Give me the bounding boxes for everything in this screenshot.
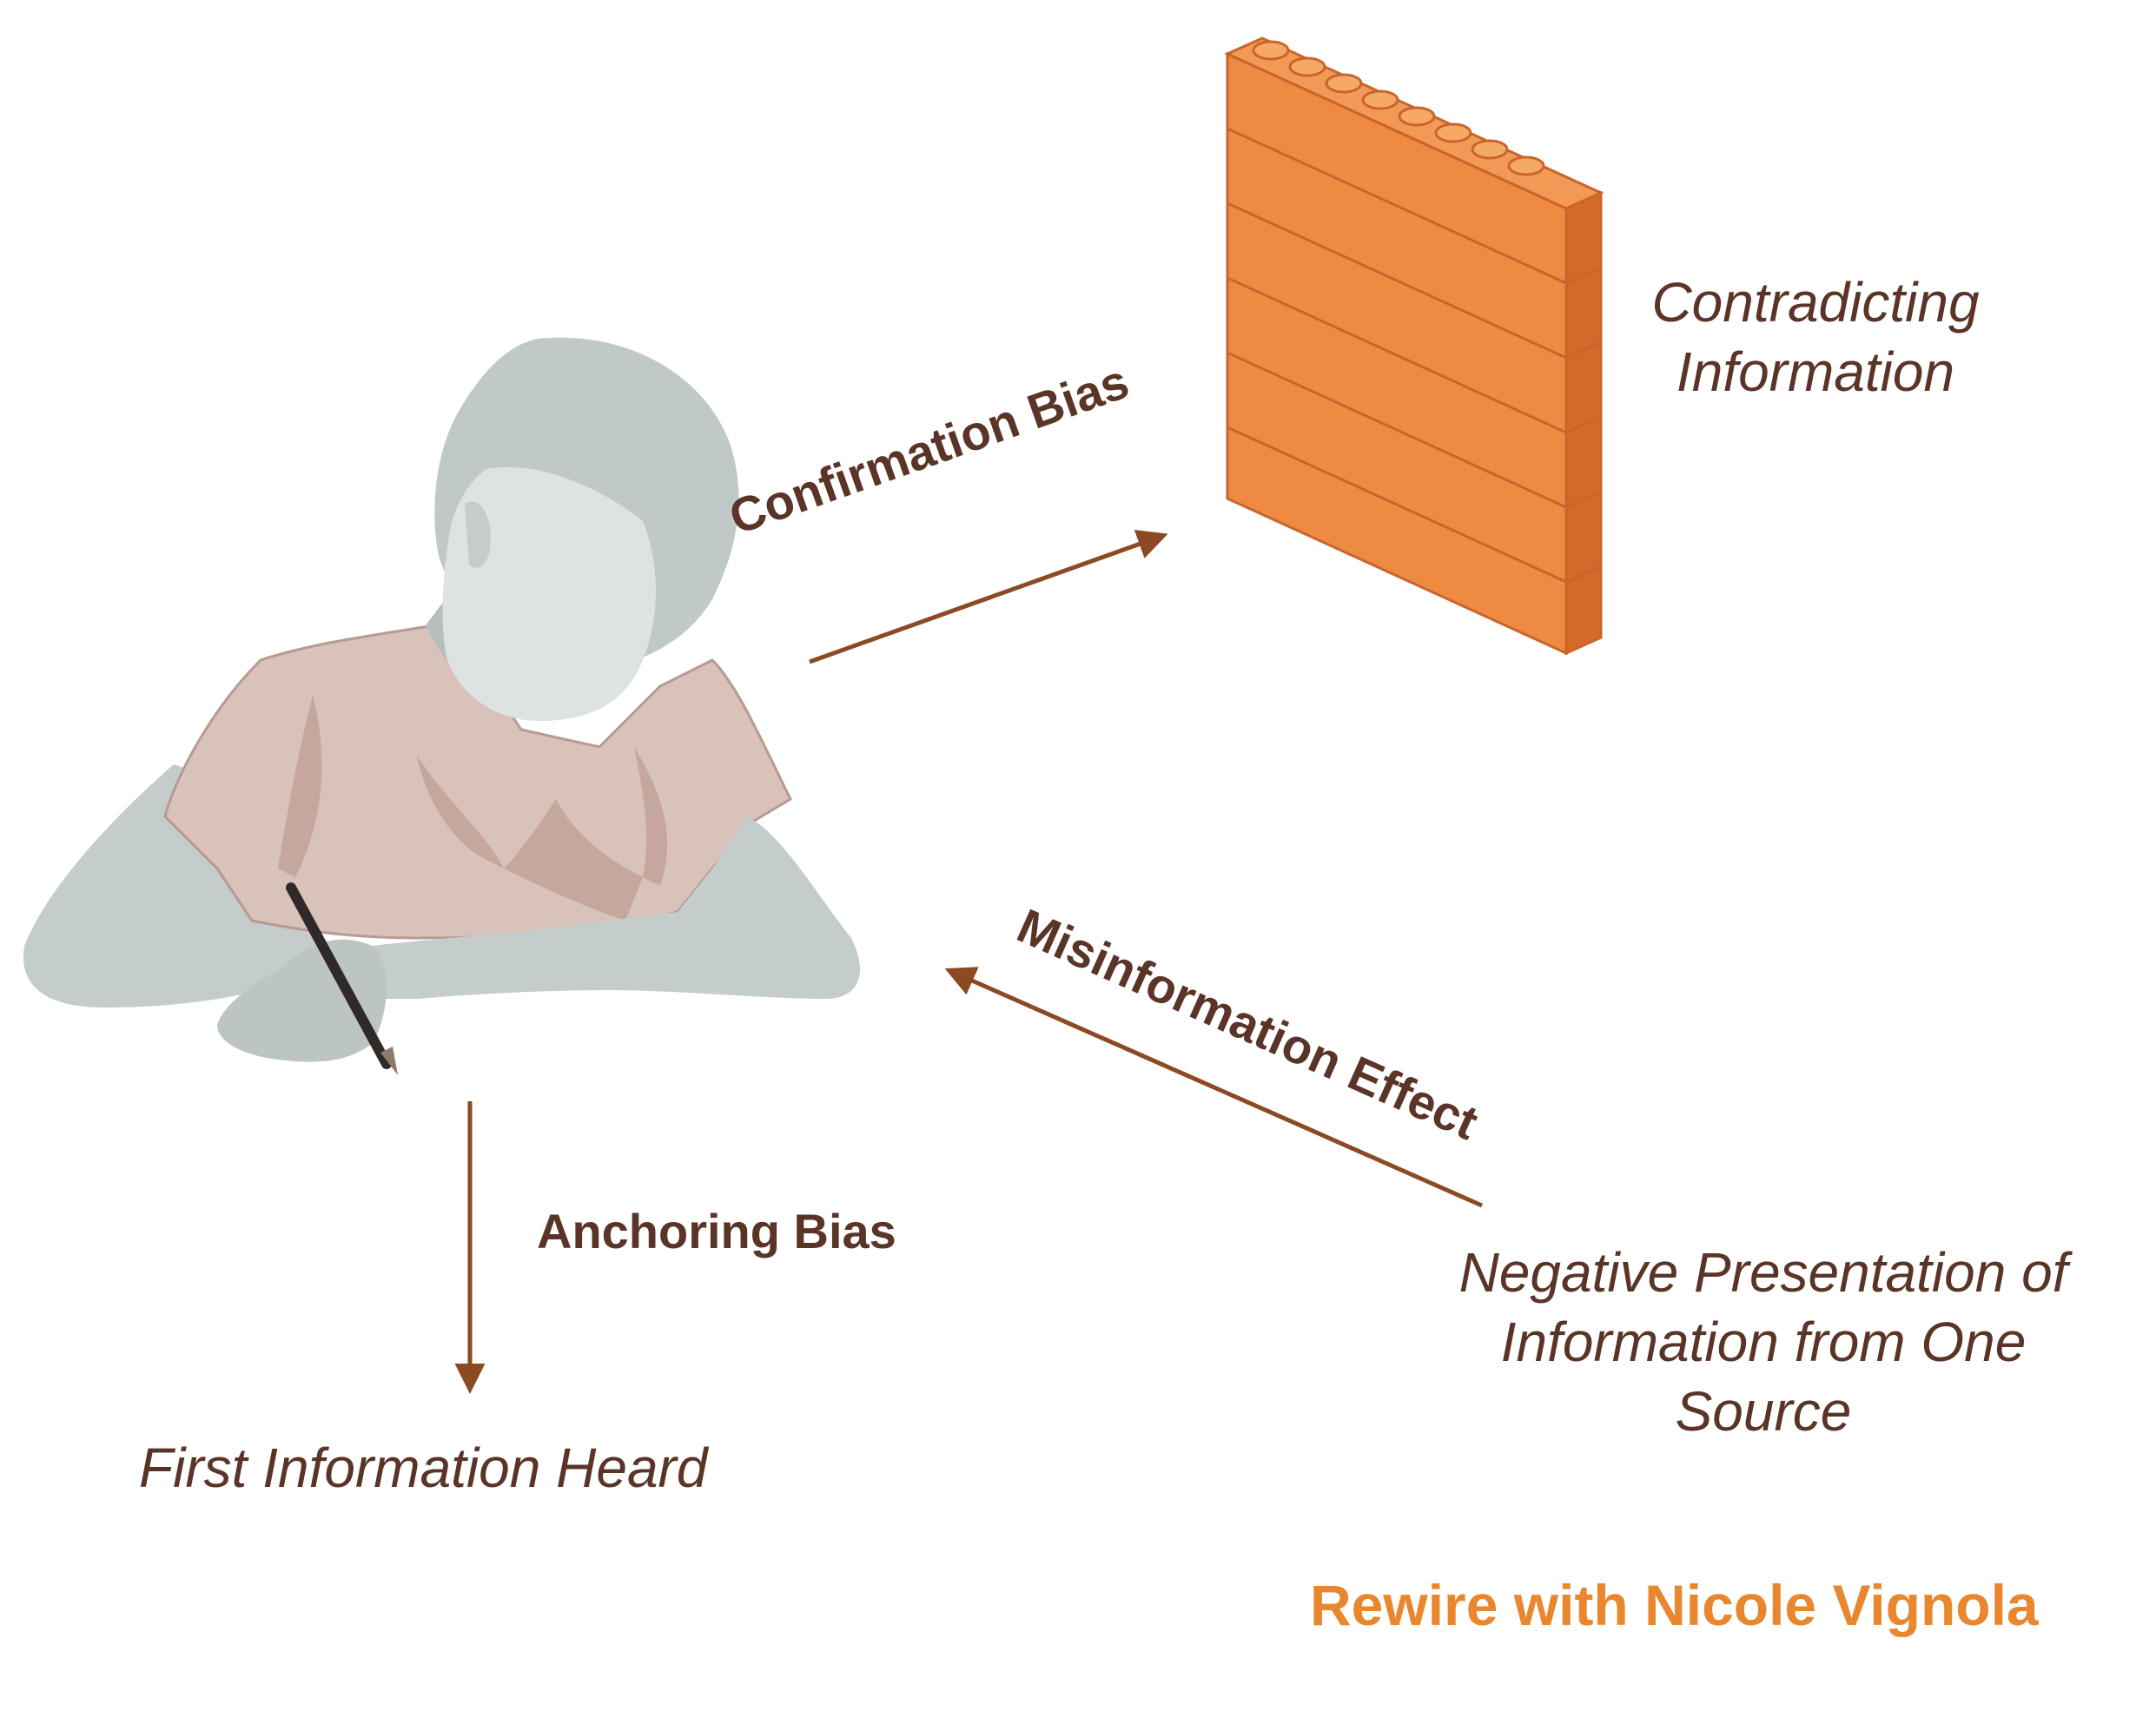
confirmation-arrow xyxy=(809,529,1168,664)
label-line: Negative Presentation of xyxy=(1458,1241,2068,1304)
hand xyxy=(217,939,387,1062)
left-arm xyxy=(23,764,330,1007)
label-line: Contradicting xyxy=(1651,271,1980,334)
ear xyxy=(465,501,491,568)
shirt-fold xyxy=(278,695,322,877)
pencil-icon xyxy=(286,882,398,1075)
label-line: Information xyxy=(1676,340,1955,403)
brick xyxy=(1226,126,1603,373)
brick-wall xyxy=(1224,36,1604,656)
brand-credit: Rewire with Nicole Vignola xyxy=(1310,1573,2039,1637)
shirt-fold xyxy=(417,756,643,921)
negative-presentation-label: Negative Presentation of Information fro… xyxy=(1416,1238,2111,1446)
brick-studs xyxy=(1252,40,1545,176)
shirt-fold xyxy=(634,747,668,886)
first-information-label: First Information Heard xyxy=(139,1437,708,1499)
face xyxy=(442,467,656,721)
label-line: Information from One xyxy=(1500,1311,2027,1373)
contradicting-information-label: Contradicting Information xyxy=(1616,268,2015,406)
right-arm xyxy=(365,816,860,999)
label-line: Source xyxy=(1675,1380,1852,1443)
person-illustration xyxy=(23,337,860,1075)
brick xyxy=(1226,425,1603,656)
anchoring-bias-label: Anchoring Bias xyxy=(537,1204,896,1258)
misinformation-arrow xyxy=(944,967,1484,1208)
